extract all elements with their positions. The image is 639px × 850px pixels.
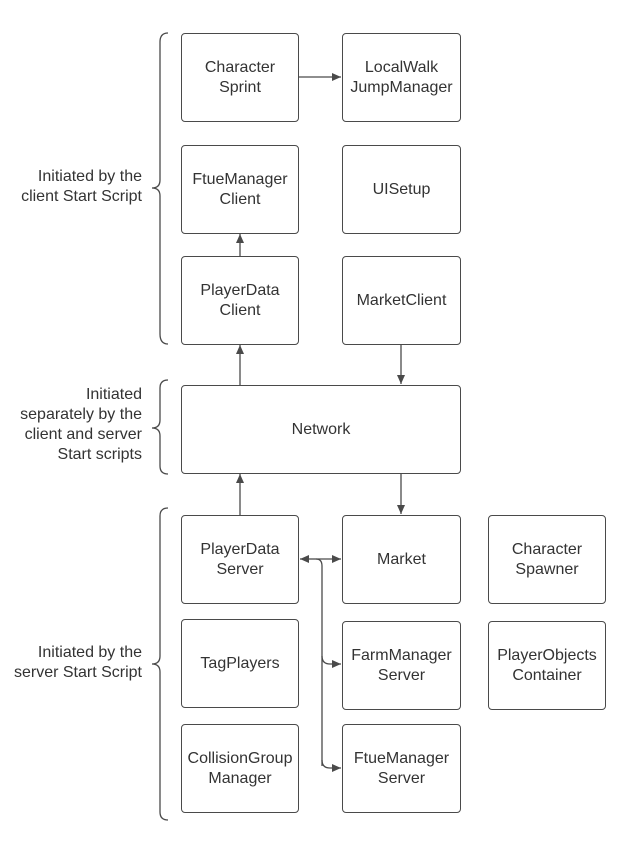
node-playerdata-server: PlayerData Server <box>181 515 299 604</box>
node-playerdata-client: PlayerData Client <box>181 256 299 345</box>
client-group-brace <box>151 32 169 345</box>
server-group-brace <box>151 507 169 821</box>
arrow-to-ftuemanagerserver <box>321 759 341 772</box>
node-tagplayers: TagPlayers <box>181 619 299 708</box>
node-network: Network <box>181 385 461 474</box>
group-label-server: Initiated by the server Start Script <box>13 644 142 681</box>
group-label-shared: Initiated separately by the client and s… <box>20 386 142 463</box>
node-character-spawner: Character Spawner <box>488 515 606 604</box>
arrow-to-farmmanagerserver <box>321 655 341 668</box>
node-ftuemanager-client: FtueManager Client <box>181 145 299 234</box>
node-localwalk-jumpmanager: LocalWalk JumpManager <box>342 33 461 122</box>
node-farmmanager-server: FarmManager Server <box>342 621 461 710</box>
branch-trunk <box>315 558 323 766</box>
node-character-sprint: Character Sprint <box>181 33 299 122</box>
shared-group-brace <box>151 379 169 475</box>
node-uisetup: UISetup <box>342 145 461 234</box>
node-playerobjects-container: PlayerObjects Container <box>488 621 606 710</box>
node-ftuemanager-server: FtueManager Server <box>342 724 461 813</box>
group-label-client: Initiated by the client Start Script <box>21 168 142 205</box>
node-market: Market <box>342 515 461 604</box>
node-collisiongroup-manager: CollisionGroup Manager <box>181 724 299 813</box>
node-marketclient: MarketClient <box>342 256 461 345</box>
